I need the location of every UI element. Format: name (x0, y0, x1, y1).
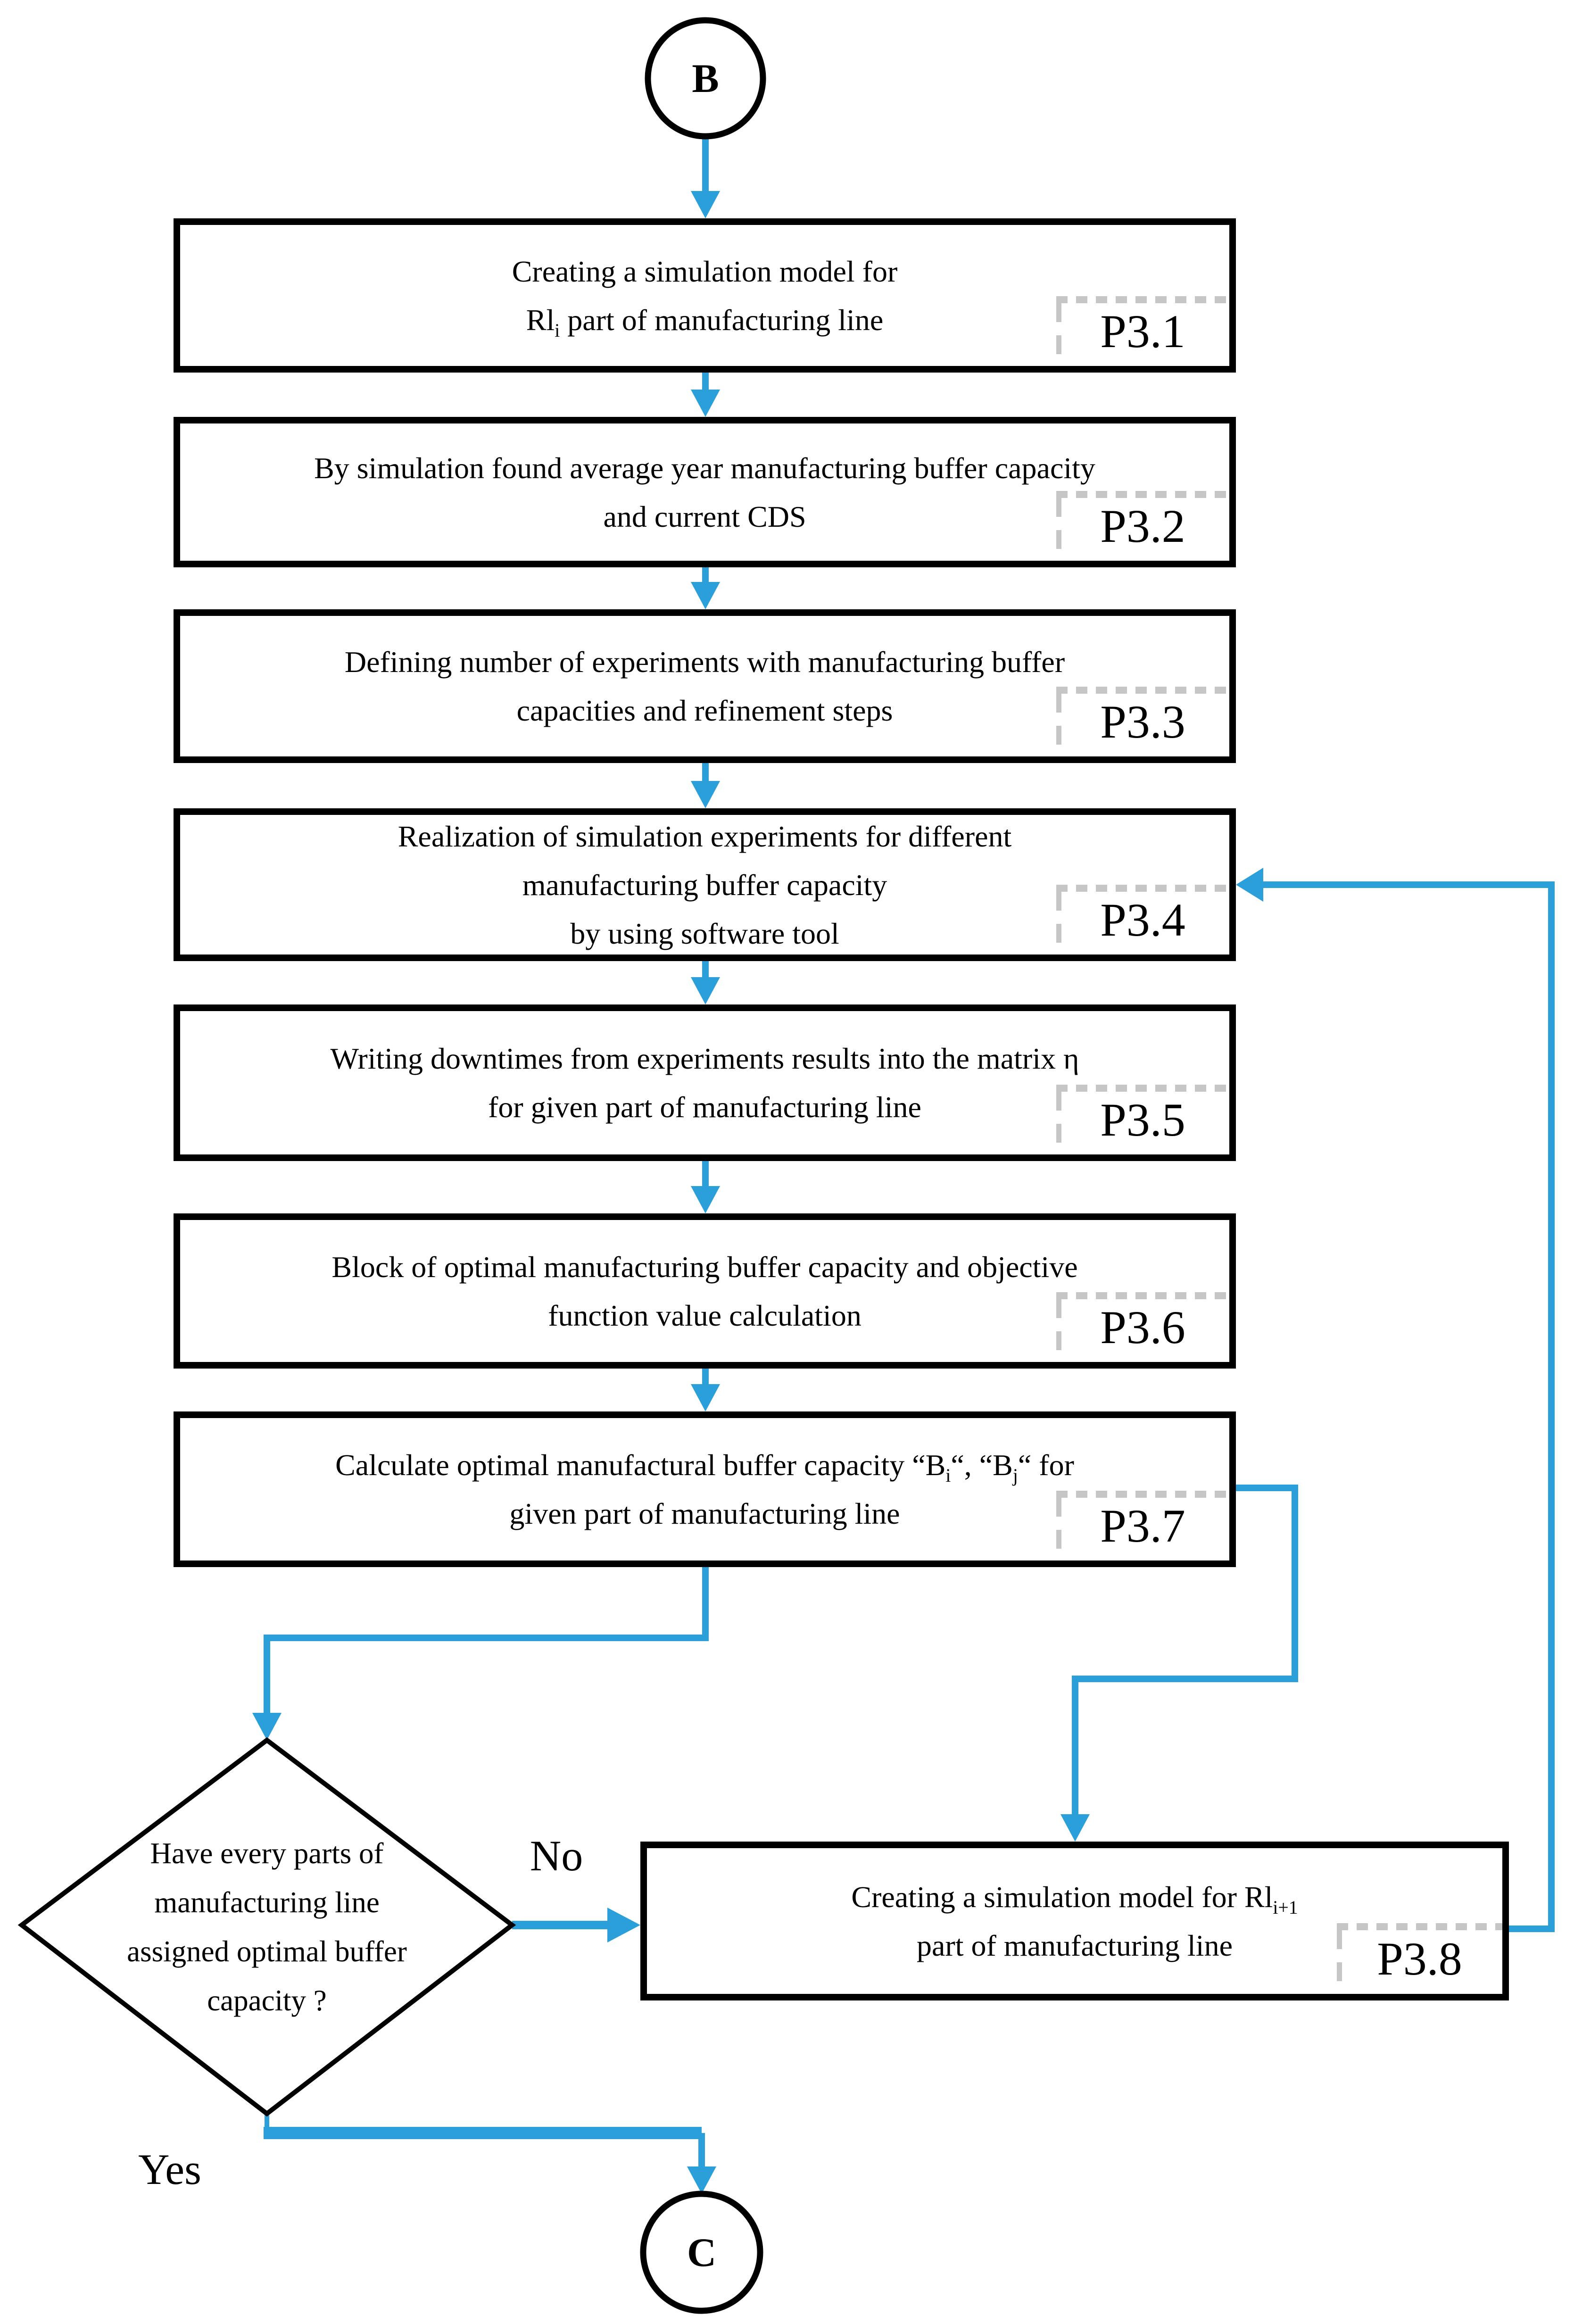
process-box-p3-4: Realization of simulation experiments fo… (174, 808, 1236, 961)
arrowhead-into-p36 (691, 1186, 720, 1213)
edge-label-no: No (530, 1832, 583, 1880)
step-id-label: P3.6 (1056, 1292, 1229, 1362)
arrowhead-into-decision (252, 1713, 282, 1740)
process-box-text: Defining number of experiments with manu… (344, 645, 1065, 727)
arrowhead-into-p37 (691, 1384, 720, 1411)
process-box-text: Block of optimal manufacturing buffer ca… (331, 1250, 1078, 1332)
decision-diamond (17, 1737, 516, 2117)
process-box-text: By simulation found average year manufac… (314, 451, 1095, 533)
arrow-p37-to-p38 (1072, 1485, 1298, 1821)
step-id-label: P3.7 (1056, 1491, 1229, 1560)
arrowhead-into-p35 (691, 977, 720, 1004)
process-box-text: Writing downtimes from experiments resul… (330, 1042, 1079, 1124)
step-id-label: P3.5 (1056, 1085, 1229, 1154)
terminal-c-circle (640, 2191, 763, 2314)
arrowhead-into-p34-right (1236, 868, 1263, 902)
step-id-label: P3.4 (1056, 885, 1229, 954)
arrowhead-into-p32 (691, 390, 720, 417)
arrowhead-into-p33 (691, 582, 720, 609)
step-id-label: P3.3 (1056, 687, 1229, 756)
feedback-p38-to-p34 (1262, 881, 1555, 1932)
terminal-c-letter: C (687, 2230, 717, 2275)
arrowhead-into-p31 (691, 191, 720, 218)
process-box-p3-5: Writing downtimes from experiments resul… (174, 1004, 1236, 1161)
step-id-label: P3.8 (1337, 1923, 1502, 1994)
process-box-p3-6: Block of optimal manufacturing buffer ca… (174, 1213, 1236, 1369)
terminal-b-letter: B (692, 56, 719, 101)
arrowhead-into-p34 (691, 781, 720, 808)
step-id-label: P3.2 (1056, 491, 1229, 561)
process-box-p3-7: Calculate optimal manufactural buffer ca… (174, 1411, 1236, 1567)
step-id-label: P3.1 (1056, 296, 1229, 366)
arrowhead-into-p38-left (607, 1908, 640, 1942)
process-box-p3-2: By simulation found average year manufac… (174, 417, 1236, 567)
arrow-p37-to-decision (264, 1567, 709, 1720)
arrowhead-into-p38-top (1060, 1814, 1090, 1842)
arrowhead-into-c (687, 2166, 716, 2194)
process-box-text: Calculate optimal manufactural buffer ca… (335, 1448, 1074, 1530)
terminal-b-circle (645, 17, 766, 140)
process-box-p3-3: Defining number of experiments with manu… (174, 609, 1236, 763)
edge-label-yes: Yes (138, 2145, 201, 2193)
process-box-text: Realization of simulation experiments fo… (398, 819, 1012, 950)
